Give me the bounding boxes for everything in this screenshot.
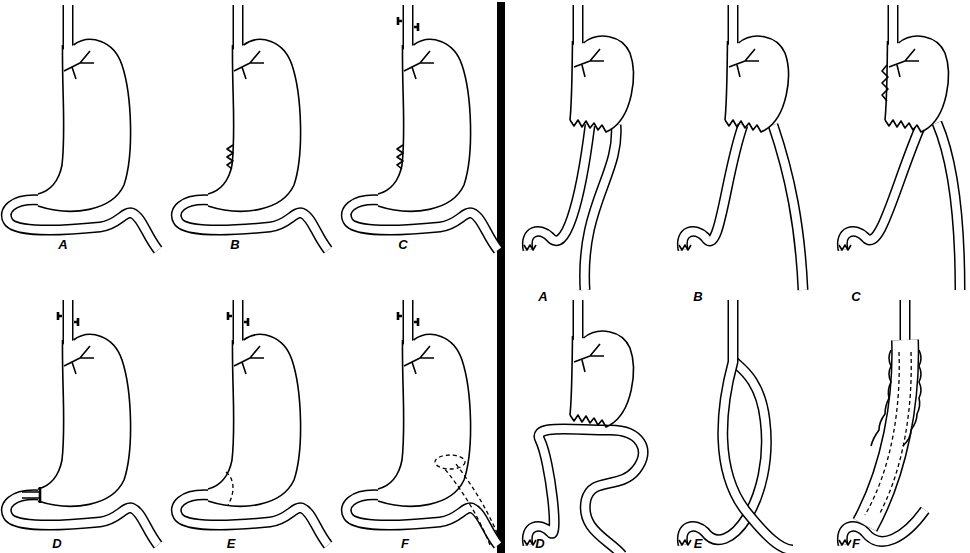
figure-letter: C [398, 238, 407, 251]
figure-letter: A [58, 238, 67, 251]
stomach-figure [346, 300, 500, 545]
figure-letter: B [693, 290, 702, 303]
figure-letter: E [227, 537, 236, 550]
figure-letter: C [851, 290, 860, 303]
gastrectomy-figure [679, 300, 793, 550]
stomach-figure [176, 5, 328, 250]
figure-letter: D [535, 537, 544, 550]
figure-letter: F [852, 537, 860, 550]
gastrectomy-figure [524, 300, 643, 553]
figure-letter: D [52, 537, 61, 550]
panel-divider [497, 2, 505, 553]
stomach-figure [346, 5, 498, 250]
figure-letter: E [694, 537, 703, 550]
gastrectomy-figure [839, 300, 925, 545]
figure-letter: F [401, 537, 409, 550]
figure-letter: B [230, 238, 239, 251]
figure-letter: A [538, 290, 547, 303]
stomach-figure [176, 300, 328, 545]
stomach-figure [6, 5, 158, 250]
gastrectomy-figure [524, 5, 633, 290]
gastrectomy-figure [679, 5, 803, 290]
gastrectomy-figure [839, 5, 960, 290]
stomach-figure [6, 300, 158, 545]
